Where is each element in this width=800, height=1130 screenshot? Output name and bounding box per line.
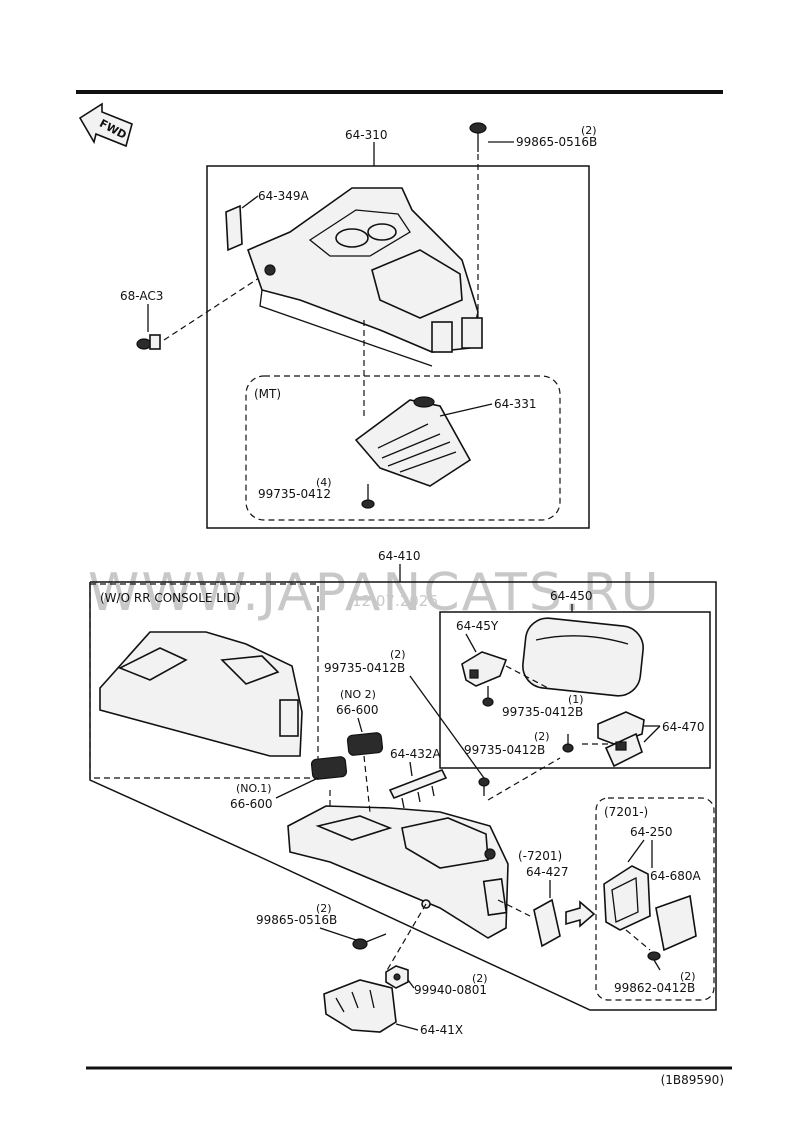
trim-piece-icon: [225, 204, 243, 252]
lower-pocket-label: 64-427: [526, 865, 569, 879]
later-pocket-label: 64-680A: [650, 869, 702, 883]
hinge-screw-icon: [482, 686, 494, 707]
watermark-date: 12.07.2026: [352, 592, 438, 610]
lower-bolt-label: 99865-0516B: [256, 913, 337, 927]
upper-boot-screw-label: 99735-0412: [258, 487, 331, 501]
latch-icon: [597, 711, 645, 768]
front-console-icon: [246, 187, 483, 367]
rail-icon: [388, 768, 448, 809]
boot-screw-icon: [361, 484, 375, 509]
later-pocket-icon: [655, 894, 697, 952]
lower-plug2-label: 66-600: [336, 703, 379, 717]
rear-console-icon: [287, 805, 509, 939]
rod-screw-icon: [478, 777, 490, 796]
lower-rail-label: 64-432A: [390, 747, 442, 761]
lower-plug1-label: 66-600: [230, 797, 273, 811]
lower-bolt-qty: (2): [316, 902, 332, 915]
latch-screw-icon: [562, 734, 574, 753]
lower-lid-label: 64-450: [550, 589, 593, 603]
later-frame-label: 64-250: [630, 825, 673, 839]
lower-latch-screw-qty-2: (2): [534, 730, 550, 743]
lower-latch-screw-label: 99735-0412B: [464, 743, 545, 757]
lower-bracket-label: 64-41X: [420, 1023, 463, 1037]
console-lid-icon: [522, 617, 644, 697]
lower-screw-a-label: 99735-0412B: [324, 661, 405, 675]
lower-nut-qty: (2): [472, 972, 488, 985]
lower-console-label: 64-410: [378, 549, 421, 563]
upper-section-frame: [206, 165, 590, 529]
wo-lid-group-frame: [89, 583, 319, 779]
upper-boot-screw-qty: (4): [316, 476, 332, 489]
upper-clip-label: 68-AC3: [120, 289, 163, 303]
footer-code: (1B89590): [661, 1073, 724, 1087]
nut-icon: [385, 965, 409, 989]
lower-section-frame: [89, 581, 717, 1011]
upper-bolt-label: 99865-0516B: [516, 135, 597, 149]
mt-group-frame: [245, 375, 561, 521]
lower-latch-screw-qty-1: (1): [568, 693, 584, 706]
lid-group-frame: [439, 611, 711, 769]
plug2-icon: [346, 732, 384, 756]
range-group-label: (-7201): [518, 849, 562, 863]
upper-console-label: 64-310: [345, 128, 388, 142]
lower-latch-label: 64-470: [662, 720, 705, 734]
pocket-icon: [533, 898, 561, 948]
rear-console-no-lid-icon: [99, 631, 303, 757]
upper-bolt-qty: (2): [581, 124, 597, 137]
lower-plug1-note: (NO.1): [236, 782, 272, 795]
wo-lid-group-label: (W/O RR CONSOLE LID): [100, 591, 240, 605]
lower-hinge-label: 64-45Y: [456, 619, 499, 633]
lower-plug2-note: (NO 2): [340, 688, 376, 701]
mt-group-label: (MT): [254, 387, 281, 401]
later-frame-icon: [603, 865, 651, 931]
lower-bolt-icon: [352, 933, 387, 950]
bolt-icon: [469, 122, 487, 152]
lower-nut-label: 99940-0801: [414, 983, 487, 997]
later-screw-label: 99862-0412B: [614, 981, 695, 995]
fwd-arrow-icon: FWD: [78, 102, 133, 148]
watermark-site: WWW.JAPANCATS.RU: [88, 563, 661, 623]
clip-icon: [136, 334, 161, 350]
lower-hinge-screw-label: 99735-0412B: [502, 705, 583, 719]
upper-trim-label: 64-349A: [258, 189, 310, 203]
upper-boot-label: 64-331: [494, 397, 537, 411]
later-screw-qty: (2): [680, 970, 696, 983]
later-screw-icon: [647, 951, 661, 971]
lower-screw-a-qty: (2): [390, 648, 406, 661]
plug1-icon: [310, 756, 348, 780]
hinge-icon: [461, 651, 508, 687]
later-group-label: (7201-): [604, 805, 648, 819]
shift-boot-icon: [354, 396, 472, 487]
later-group-frame: [595, 797, 715, 1001]
bracket-icon: [323, 979, 397, 1033]
hatched-arrow-icon: [565, 900, 596, 928]
